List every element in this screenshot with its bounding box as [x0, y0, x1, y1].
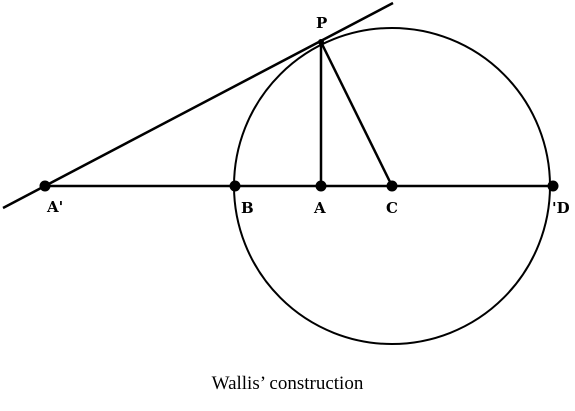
point-A: [315, 180, 327, 192]
label-P: P: [316, 14, 327, 32]
label-A-prime: A': [46, 198, 63, 216]
label-B: B: [241, 199, 254, 217]
label-D: 'D: [552, 199, 570, 217]
point-B: [229, 180, 241, 192]
point-D: [547, 180, 559, 192]
point-A-prime: [39, 180, 51, 192]
point-P: [318, 39, 324, 45]
label-A: A: [313, 199, 326, 217]
point-C: [386, 180, 398, 192]
radius-PC: [319, 41, 394, 187]
figure-caption: Wallis’ construction: [211, 373, 364, 394]
tangent-line: [2, 1, 394, 210]
label-C: C: [386, 199, 398, 217]
